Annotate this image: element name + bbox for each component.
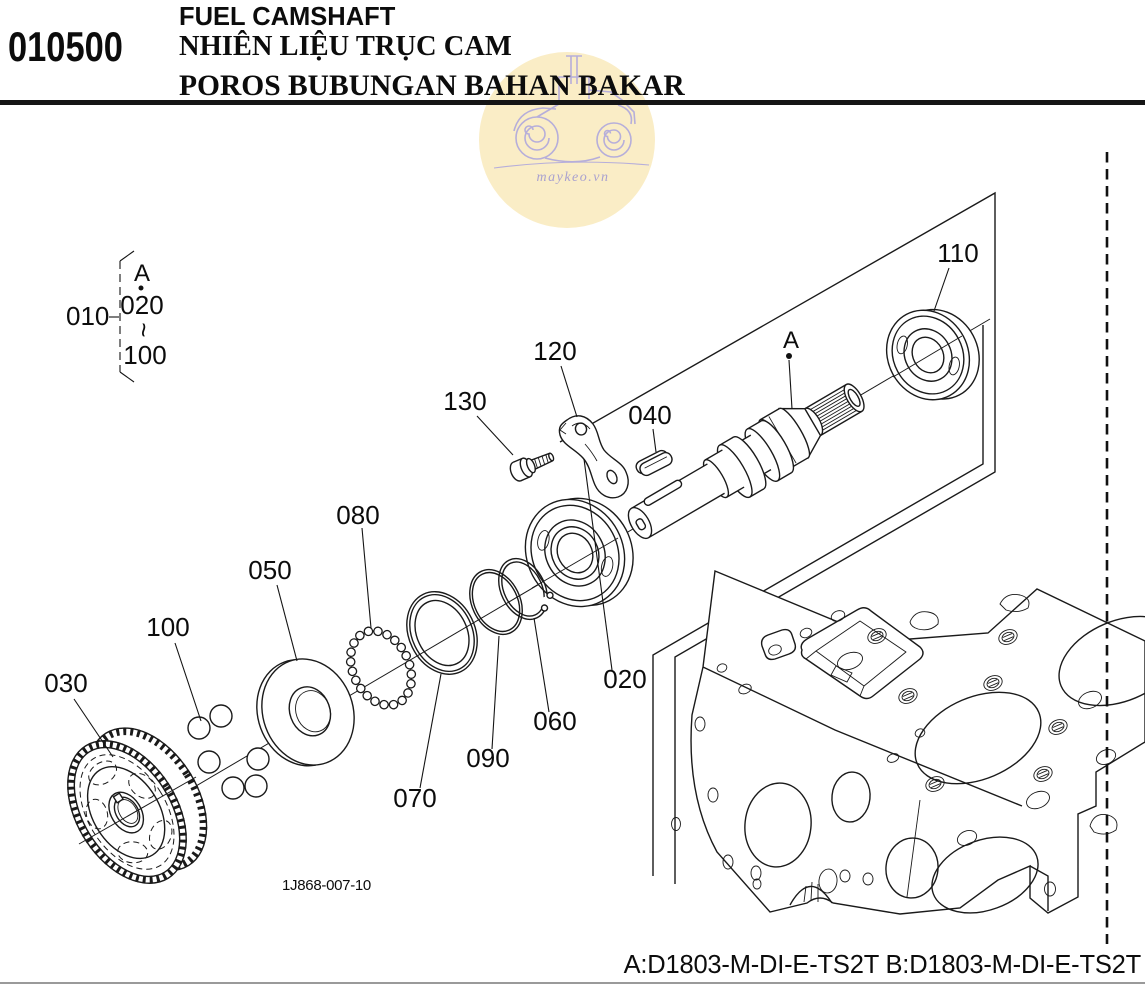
backdrop-panel-inner xyxy=(652,325,984,876)
view-marker-label: A xyxy=(783,327,799,354)
leader-080 xyxy=(361,527,372,629)
gear-keyway xyxy=(112,792,125,804)
callout-030: 030 xyxy=(44,668,87,698)
watermark-circle xyxy=(479,52,655,228)
callout-090: 090 xyxy=(466,743,509,773)
drawing-number: 1J868-007-10 xyxy=(282,877,371,894)
ref-group-to: 100 xyxy=(123,340,166,370)
cam-gear-030 xyxy=(67,727,208,884)
camshaft xyxy=(627,383,865,540)
leader-050 xyxy=(276,584,298,662)
stopper-plate-120 xyxy=(558,415,629,499)
header-rule xyxy=(0,100,1145,105)
keyway-slot xyxy=(643,479,683,507)
leader-020 xyxy=(583,458,613,671)
model-applicability: A:D1803-M-DI-E-TS2T B:D1803-M-DI-E-TS2T xyxy=(623,951,1142,979)
engine-block xyxy=(671,570,1145,915)
footer-rule xyxy=(0,982,1145,984)
bearing-balls-080 xyxy=(345,626,417,710)
callout-110: 110 xyxy=(937,238,978,268)
axis-through-bearing-110 xyxy=(892,335,963,378)
leader-030 xyxy=(73,698,114,758)
front-face-key-hole xyxy=(635,518,647,531)
ref-group-from: 020 xyxy=(120,290,163,320)
spline-lines xyxy=(808,386,863,432)
page-title-english: FUEL CAMSHAFT xyxy=(179,3,396,31)
thrust-washer-050 xyxy=(256,658,355,767)
callout-040: 040 xyxy=(628,400,671,430)
leader-100 xyxy=(174,642,202,722)
leader-070 xyxy=(419,673,442,789)
front-face-details xyxy=(671,716,1056,911)
backdrop-panel-outer xyxy=(559,191,996,884)
ball-bearing-020 xyxy=(524,497,634,608)
ring-090 xyxy=(469,568,523,636)
key-040 xyxy=(635,449,673,477)
section-code: 010500 xyxy=(8,23,123,70)
watermark-tractor-logo: maykeo.vn xyxy=(479,52,655,228)
axis-through-gear xyxy=(78,776,197,845)
callout-070: 070 xyxy=(393,783,436,813)
leader-040 xyxy=(652,428,657,453)
gasket-face-holes xyxy=(716,593,1118,846)
ball-bearing-110 xyxy=(885,308,980,401)
tractor-icon xyxy=(493,55,650,169)
ref-group-label: 010 xyxy=(66,301,109,331)
callout-050: 050 xyxy=(248,555,291,585)
ref-group-tilde: ~ xyxy=(129,322,159,337)
bolt-130 xyxy=(509,452,555,482)
callout-060: 060 xyxy=(533,706,576,736)
ref-group-view: A xyxy=(134,260,150,287)
page-title-vietnamese: NHIÊN LIỆU TRỤC CAM xyxy=(179,31,512,62)
watermark-site-text: maykeo.vn xyxy=(537,170,610,185)
view-marker-a: A xyxy=(783,327,799,410)
watermark: maykeo.vn xyxy=(479,52,655,228)
view-marker-dot xyxy=(786,353,792,359)
callout-120: 120 xyxy=(533,336,576,366)
ref-group-010: 010 A 020 ~ 100 xyxy=(66,250,167,383)
view-dot xyxy=(138,285,144,291)
leader-120 xyxy=(560,365,578,418)
callout-080: 080 xyxy=(336,500,379,530)
callout-130: 130 xyxy=(443,386,486,416)
callout-100: 100 xyxy=(146,612,189,642)
leader-090 xyxy=(491,635,500,750)
page-title-indonesian: POROS BUBUNGAN BAHAN BAKAR xyxy=(179,70,685,102)
axis-through-bearing-020 xyxy=(531,537,619,589)
leader-110 xyxy=(933,267,950,312)
bearing-race-070 xyxy=(406,591,478,675)
balls-100 xyxy=(187,704,270,800)
threaded-holes xyxy=(867,628,1068,792)
leader-lines xyxy=(73,267,950,789)
leader-130 xyxy=(476,415,514,456)
snap-ring-060 xyxy=(498,557,554,621)
leader-060 xyxy=(533,617,550,713)
callout-020: 020 xyxy=(603,664,646,694)
